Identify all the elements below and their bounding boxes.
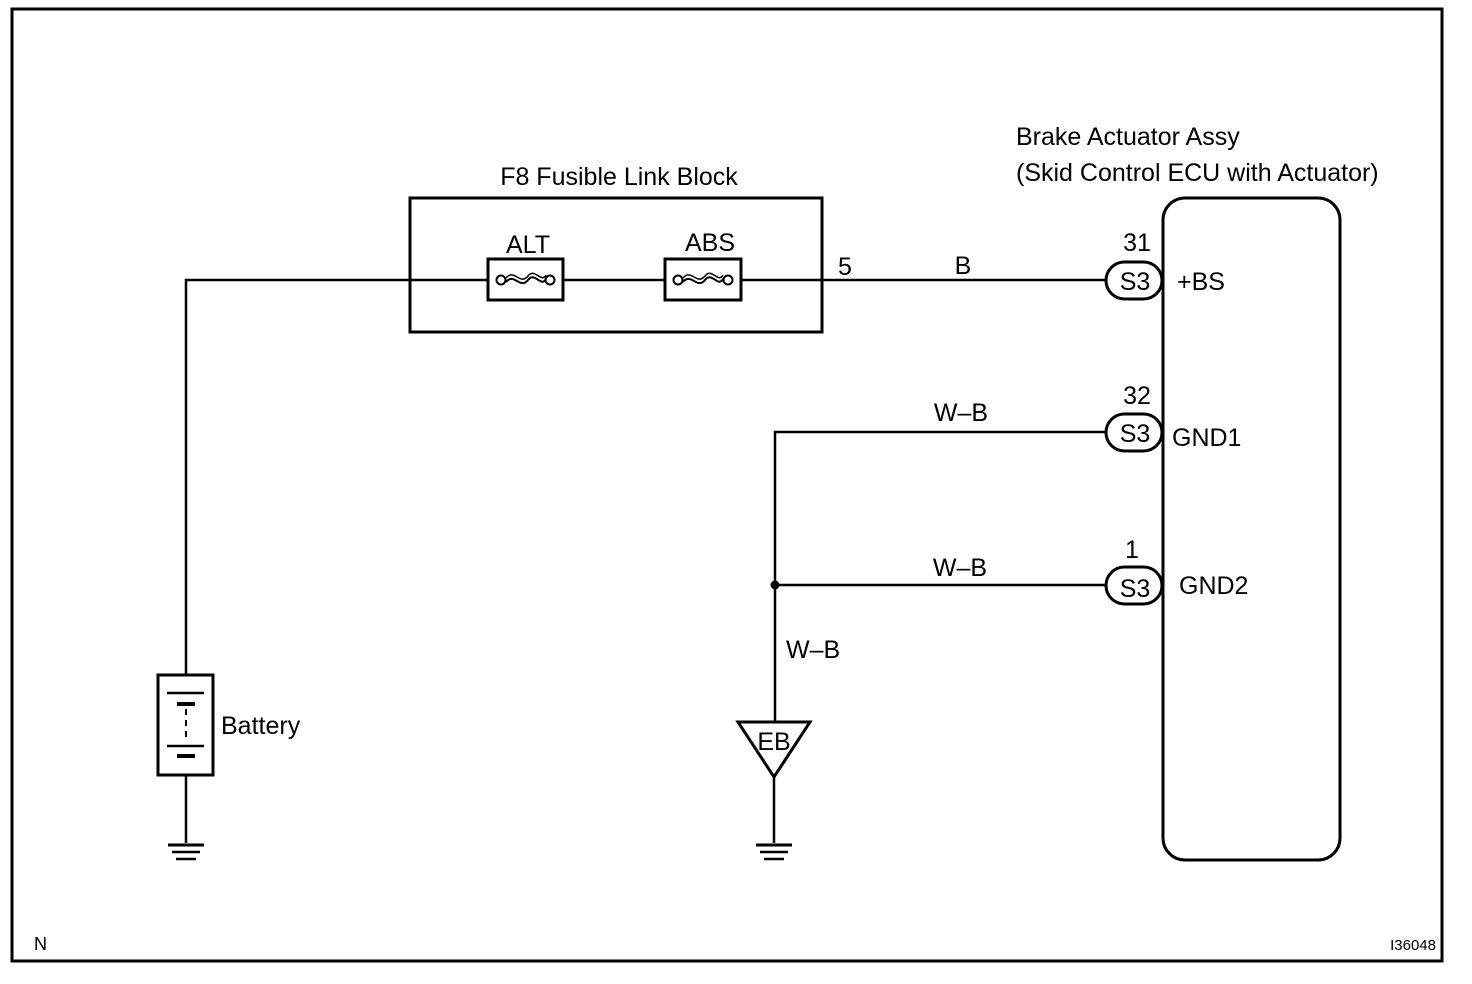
terminal-gnd2-connector [1104,565,1164,606]
ground-symbol-battery-icon [168,843,204,861]
diagram-frame [10,7,1444,963]
terminal-gnd2-connector-label: S3 [1120,575,1151,603]
wire-color-gnd2: W–B [933,554,987,582]
terminal-gnd1-name: GND1 [1172,424,1241,452]
fusible-link-output-pin: 5 [838,253,852,281]
wire-color-ground: W–B [786,636,840,664]
fuse-alt-terminal-left [495,274,507,286]
fuse-alt-terminal-right [544,274,556,286]
ground-point-eb: EB [735,720,813,843]
terminal-bs-pin: 31 [1123,229,1151,257]
wire-color-gnd1: W–B [934,399,988,427]
wire-gnd1 [773,430,1107,722]
ecu-terminal-gnd1: 32 S3 GND1 [1104,382,1241,453]
ecu-terminal-gnd2: 1 S3 GND2 [1104,536,1248,606]
terminal-gnd1-connector [1104,412,1164,453]
terminal-bs-name: +BS [1177,268,1225,296]
fuse-abs-terminal-left [672,274,684,286]
terminal-gnd2-name: GND2 [1179,572,1248,600]
wire-junction-dot [770,580,780,590]
fuse-abs-element-icon [682,276,724,285]
fuse-abs-label: ABS [685,229,735,257]
ground-point-label: EB [757,728,790,756]
fuse-alt: ALT [486,231,565,302]
fusible-link-block-box [408,196,824,334]
terminal-bs-connector [1104,260,1164,301]
terminal-bs-connector-label: S3 [1120,268,1151,296]
brake-actuator-ecu: Brake Actuator Assy (Skid Control ECU wi… [1016,123,1379,862]
wire-color-bs: B [955,252,972,280]
battery: Battery [156,673,301,843]
wire-battery-to-alt [184,278,488,675]
corner-label-n: N [34,934,47,954]
terminal-gnd1-connector-label: S3 [1120,420,1151,448]
fuse-abs: ABS [663,229,743,302]
fusible-link-block-title: F8 Fusible Link Block [500,163,738,191]
fuse-alt-element-icon [505,276,547,285]
terminal-gnd2-pin: 1 [1125,536,1139,564]
ecu-terminal-bs: 31 S3 +BS [1104,229,1225,301]
ground-symbol-eb-icon [756,843,792,861]
terminal-gnd1-pin: 32 [1123,382,1151,410]
fuse-alt-element-icon-2 [505,272,547,280]
ecu-title-line1: Brake Actuator Assy [1016,123,1240,151]
ecu-box [1161,196,1342,862]
ground-point-triangle [735,720,813,780]
fuse-abs-element-icon-2 [682,272,724,280]
battery-label: Battery [221,712,301,740]
fuse-abs-terminal-right [722,274,734,286]
fuse-alt-label: ALT [506,231,550,259]
ecu-title-line2: (Skid Control ECU with Actuator) [1016,159,1379,187]
figure-id: I36048 [1390,937,1436,954]
fusible-link-block: F8 Fusible Link Block ALT ABS [408,163,824,334]
